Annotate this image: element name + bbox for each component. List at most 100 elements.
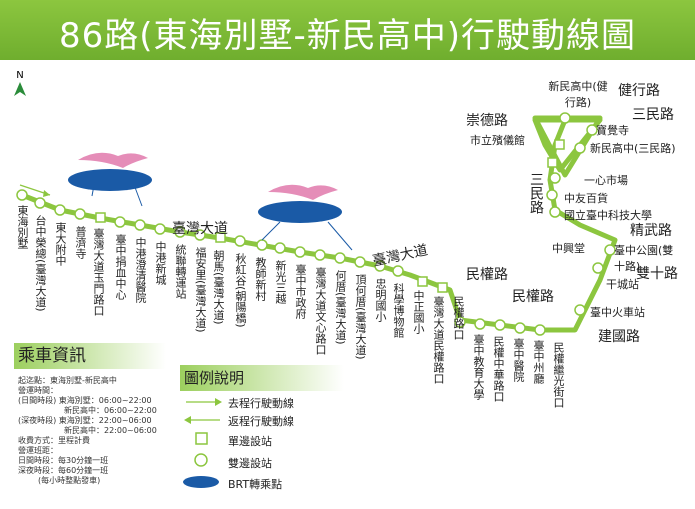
stop-dot[interactable] bbox=[586, 124, 598, 136]
brt-badge-2 bbox=[258, 184, 353, 251]
stop-label: 新光三越 bbox=[274, 260, 287, 304]
outbound-arrow-head bbox=[43, 190, 50, 197]
stop-square[interactable] bbox=[547, 157, 558, 168]
stop-square[interactable] bbox=[554, 139, 565, 150]
stop-label: 統聯轉運站 bbox=[174, 244, 187, 299]
legend-single-symbol bbox=[195, 432, 208, 445]
stop-dot[interactable] bbox=[174, 226, 186, 238]
info-line: (日間時段) 東海別墅：06:00~22:00 bbox=[18, 396, 152, 405]
info-line: 新民高中：22:00~06:00 bbox=[64, 426, 157, 435]
stop-dot[interactable] bbox=[334, 252, 346, 264]
road-sanmin: 三民路 bbox=[528, 172, 544, 214]
stop-label: 國立臺中科技大學 bbox=[564, 209, 652, 222]
stop-dot[interactable] bbox=[274, 242, 286, 254]
legend-brt-text: BRT轉乘點 bbox=[228, 478, 283, 491]
stop-label: 中港澄清醫院 bbox=[134, 237, 147, 303]
stop-label: 市立殯儀館 bbox=[470, 134, 525, 147]
stop-dot[interactable] bbox=[559, 112, 571, 124]
stop-label: 民權中華路口 bbox=[492, 336, 505, 402]
stop-label: 一心市場 bbox=[584, 174, 628, 187]
info-line: 深夜時段：每60分鐘一班 bbox=[18, 466, 109, 475]
stop-label: 中正國小 bbox=[412, 290, 425, 334]
stop-dot[interactable] bbox=[354, 256, 366, 268]
brt-logo-text: BRT bbox=[95, 232, 124, 247]
page-title: 86路(東海別墅-新民高中)行駛動線圖 bbox=[58, 16, 637, 56]
stop-dot[interactable] bbox=[549, 206, 561, 218]
stop-label: 秋紅谷(朝陽橋) bbox=[234, 253, 247, 328]
stop-dot[interactable] bbox=[154, 223, 166, 235]
stop-dot[interactable] bbox=[454, 316, 466, 328]
stop-dot[interactable] bbox=[534, 324, 546, 336]
info-line: (每小時整點發車) bbox=[38, 476, 101, 485]
stop-label: 科學博物館 bbox=[392, 283, 405, 338]
single-stops bbox=[95, 139, 565, 293]
road-jianxing: 健行路 bbox=[618, 83, 660, 99]
stop-dot[interactable] bbox=[54, 204, 66, 216]
info-line: (深夜時段) 東海別墅：22:00~06:00 bbox=[18, 416, 152, 425]
road-minquan: 民權路 bbox=[466, 267, 508, 283]
info-line: 新民高中：06:00~22:00 bbox=[64, 406, 157, 415]
stop-dot[interactable] bbox=[494, 319, 506, 331]
road-chongde: 崇德路 bbox=[466, 113, 508, 129]
stop-dot[interactable] bbox=[16, 189, 28, 201]
legend-return-text: 返程行駛動線 bbox=[228, 415, 294, 428]
stop-dot[interactable] bbox=[314, 249, 326, 261]
stop-label: 臺灣大道民權路口 bbox=[432, 296, 445, 384]
stop-dot[interactable] bbox=[546, 189, 558, 201]
road-jianguo: 建國路 bbox=[598, 329, 640, 345]
brt-logo-sub: Taichung bbox=[265, 269, 288, 275]
stop-square[interactable] bbox=[215, 232, 226, 243]
stop-label: 中興堂 bbox=[552, 242, 585, 255]
info-line: 營運時間： bbox=[18, 386, 58, 395]
legend-brt-symbol bbox=[183, 476, 219, 488]
legend-outbound-text: 去程行駛動線 bbox=[228, 397, 294, 410]
stop-label: 民權繼光街口 bbox=[552, 342, 565, 408]
legend-single-text: 單邊設站 bbox=[228, 435, 272, 448]
stop-dot[interactable] bbox=[194, 229, 206, 241]
stop-square[interactable] bbox=[417, 276, 428, 287]
stop-dot[interactable] bbox=[392, 265, 404, 277]
stop-dot[interactable] bbox=[474, 318, 486, 330]
stop-label: 寶覺寺 bbox=[596, 124, 629, 137]
stop-label: 朝馬(臺灣大道) bbox=[212, 250, 225, 325]
stop-label: 臺灣大道文心路口 bbox=[314, 267, 327, 355]
stop-dot[interactable] bbox=[374, 260, 386, 272]
stop-square[interactable] bbox=[437, 282, 448, 293]
stop-dot[interactable] bbox=[256, 239, 268, 251]
stop-dot[interactable] bbox=[74, 208, 86, 220]
legend-header: 圖例說明 bbox=[180, 365, 344, 391]
stop-dot[interactable] bbox=[294, 246, 306, 258]
legend-outbound-head bbox=[215, 398, 222, 406]
stop-dot[interactable] bbox=[574, 304, 586, 316]
brt-logo-sub: Taichung bbox=[75, 237, 98, 243]
stop-label: 民權路口 bbox=[452, 296, 465, 340]
stop-label: 東大附中 bbox=[54, 222, 67, 266]
stop-label: 干城站 bbox=[606, 278, 639, 291]
route-map bbox=[16, 112, 618, 488]
stop-dot[interactable] bbox=[549, 172, 561, 184]
info-line: 起迄點：東海別墅-新民高中 bbox=[18, 376, 117, 385]
stop-dot[interactable] bbox=[134, 219, 146, 231]
stop-dot[interactable] bbox=[34, 197, 46, 209]
stop-label: 新民高中(健行路) bbox=[548, 80, 608, 109]
stop-square[interactable] bbox=[95, 212, 106, 223]
ride-info-panel: 乘車資訊 起迄點：東海別墅-新民高中 營運時間： (日間時段) 東海別墅：06:… bbox=[14, 343, 166, 485]
stop-label: 臺中公園(雙十路) bbox=[614, 244, 674, 273]
stop-label: 頂何厝(臺灣大道) bbox=[354, 274, 367, 360]
stop-dot[interactable] bbox=[514, 322, 526, 334]
stop-label: 東海別墅 bbox=[16, 205, 29, 249]
stop-label: 忠明國小 bbox=[374, 278, 387, 322]
stop-dot[interactable] bbox=[592, 262, 604, 274]
brt-badge-1 bbox=[68, 152, 152, 207]
stop-dot[interactable] bbox=[114, 216, 126, 228]
stop-label: 臺中教育大學 bbox=[472, 334, 485, 400]
stop-dot[interactable] bbox=[574, 142, 586, 154]
stop-label: 福安里(臺灣大道) bbox=[194, 247, 207, 333]
stop-dot[interactable] bbox=[234, 235, 246, 247]
stop-label: 臺灣大道玉門路口 bbox=[92, 228, 105, 316]
stop-dot[interactable] bbox=[604, 244, 616, 256]
ride-info-header: 乘車資訊 bbox=[14, 343, 166, 369]
road-minquan: 民權路 bbox=[512, 289, 554, 305]
road-sanmin: 三民路 bbox=[632, 107, 674, 123]
double-stops bbox=[16, 112, 616, 336]
